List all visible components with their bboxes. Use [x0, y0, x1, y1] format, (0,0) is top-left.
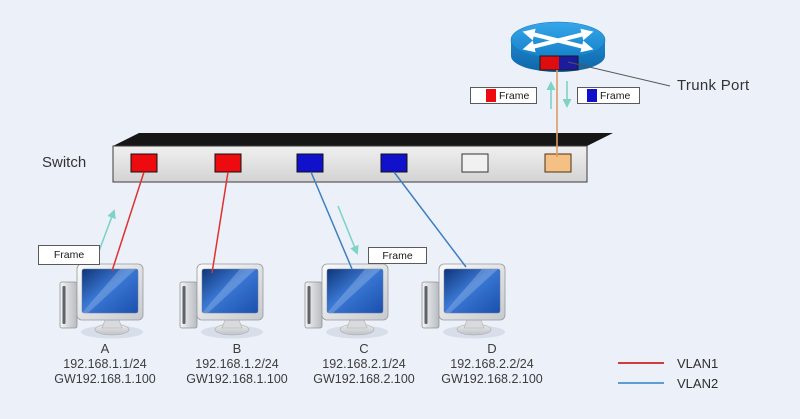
host-c-info: C 192.168.2.1/24 GW192.168.2.100 [299, 341, 429, 388]
computer-c [304, 263, 389, 339]
host-b-info: B 192.168.1.2/24 GW192.168.1.100 [172, 341, 302, 388]
switch-port-trunk [544, 153, 572, 173]
trunk-port-vlan1-half [540, 56, 559, 70]
frame-arrow-host-c [337, 205, 359, 255]
host-d-gateway: GW192.168.2.100 [441, 372, 543, 386]
host-a-info: A 192.168.1.1/24 GW192.168.1.100 [40, 341, 170, 388]
legend-vlan2-label: VLAN2 [677, 375, 719, 391]
frame-tag-vlan1: Frame [470, 87, 537, 104]
host-a-name: A [100, 341, 110, 356]
host-b-ip: 192.168.1.2/24 [195, 356, 279, 371]
host-a-gateway: GW192.168.1.100 [54, 372, 156, 386]
legend-row-vlan2: VLAN2 [618, 373, 718, 393]
trunk-port-vlan2-half [559, 56, 578, 70]
host-b-name: B [232, 341, 242, 356]
host-d-info: D 192.168.2.2/24 GW192.168.2.100 [427, 341, 557, 388]
switch-port-vlan2-c [296, 153, 324, 173]
switch-port-unused [461, 153, 489, 173]
vlan2-frame-swatch [587, 89, 597, 102]
computer-b [179, 263, 264, 339]
frame-label-host-a-text: Frame [53, 249, 85, 261]
switch-top-face [113, 133, 613, 146]
host-c-gateway: GW192.168.2.100 [313, 372, 415, 386]
legend-row-vlan1: VLAN1 [618, 353, 718, 373]
legend: VLAN1 VLAN2 [618, 353, 718, 393]
router [510, 21, 606, 72]
switch-port-vlan1-a [130, 153, 158, 173]
trunk-port-label: Trunk Port [677, 77, 750, 94]
host-b-gateway: GW192.168.1.100 [186, 372, 288, 386]
computer-d [421, 263, 506, 339]
vlan1-line-swatch [618, 362, 664, 364]
frame-tag-vlan2-label: Frame [600, 89, 631, 102]
switch-port-vlan2-d [380, 153, 408, 173]
switch-front-face [112, 145, 588, 183]
host-a-ip: 192.168.1.1/24 [63, 356, 147, 371]
legend-vlan1-label: VLAN1 [677, 355, 719, 371]
trunk-port-pointer-line [567, 61, 671, 87]
frame-label-host-c-text: Frame [382, 249, 413, 262]
frame-label-host-c: Frame [368, 247, 427, 264]
vlan1-frame-swatch [486, 89, 496, 102]
trunk-port-outline [539, 55, 579, 71]
link-switch-host-c [310, 171, 353, 270]
host-c-ip: 192.168.2.1/24 [322, 356, 406, 371]
vlan2-line-swatch [618, 382, 664, 384]
link-switch-host-b [211, 171, 229, 274]
computer-a [59, 263, 144, 339]
link-switch-host-d [393, 171, 467, 268]
router-arrows-icon [522, 28, 594, 53]
frame-tag-vlan1-label: Frame [499, 89, 530, 102]
switch [112, 133, 613, 183]
host-d-ip: 192.168.2.2/24 [450, 356, 534, 371]
switch-port-vlan1-b [214, 153, 242, 173]
frame-tag-vlan2: Frame [577, 87, 640, 104]
frame-label-host-a: Frame [38, 245, 100, 265]
link-switch-host-a [111, 171, 145, 272]
host-c-name: C [359, 341, 369, 356]
host-d-name: D [487, 341, 497, 356]
switch-label: Switch [42, 154, 87, 171]
